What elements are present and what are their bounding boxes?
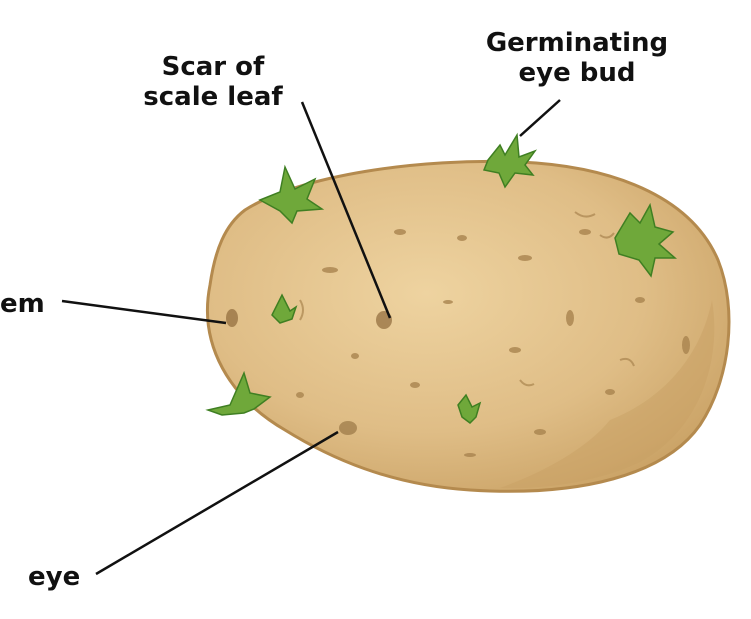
leader-line-stem	[61, 299, 227, 325]
label-stem: em	[0, 289, 45, 319]
leader-lines	[61, 99, 561, 576]
sprout-left-upper	[271, 293, 298, 324]
skin-scratches	[299, 211, 635, 387]
skin-markings	[296, 229, 690, 457]
sprout-top-left	[258, 164, 325, 225]
label-germinating-line2: eye bud	[518, 58, 636, 88]
eye-depressions	[226, 309, 392, 435]
potato-shadow	[500, 300, 715, 489]
leader-line-germinating	[519, 99, 561, 137]
leader-line-scar	[300, 101, 392, 319]
label-scar-of-scale-leaf: Scar of scale leaf	[128, 52, 298, 112]
leader-line-eye	[95, 430, 339, 576]
label-scar-line1: Scar of	[161, 52, 265, 82]
sprout-left-lower	[205, 370, 272, 416]
sprout-top-center	[482, 132, 538, 189]
sprouts	[205, 132, 677, 424]
label-germinating-line1: Germinating	[485, 28, 669, 58]
label-germinating-eye-bud: Germinating eye bud	[462, 28, 692, 88]
label-scar-line2: scale leaf	[143, 82, 283, 112]
sprout-lower-mid	[457, 393, 482, 424]
sprout-right	[614, 202, 677, 278]
label-eye: eye	[28, 562, 81, 592]
